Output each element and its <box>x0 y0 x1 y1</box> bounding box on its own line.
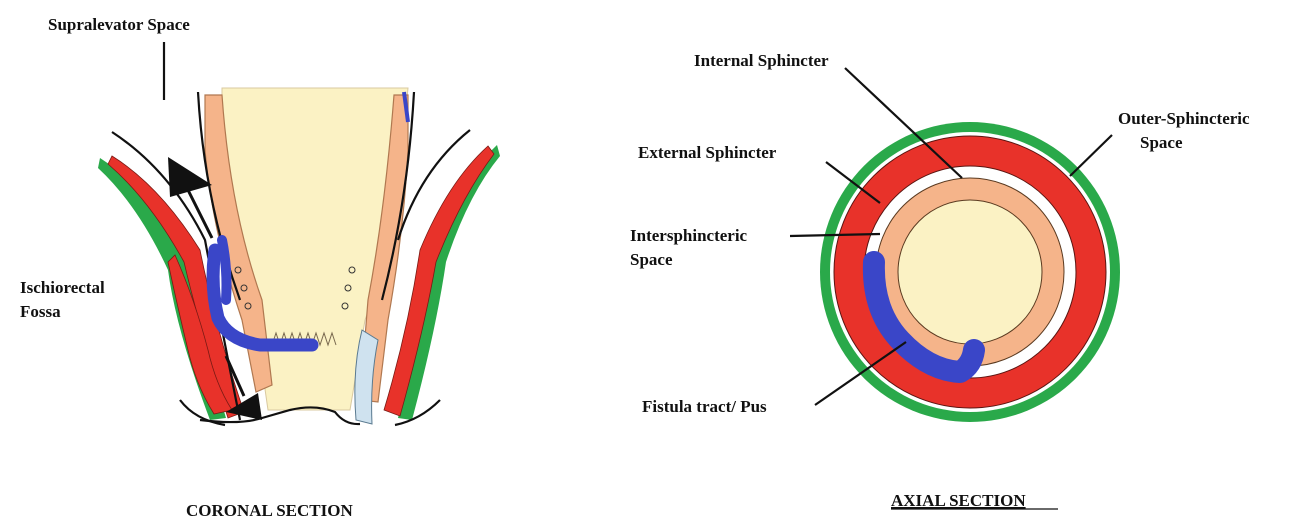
label-fistula-tract: Fistula tract/ Pus <box>642 397 767 416</box>
pointer-outer <box>1070 135 1112 176</box>
right-fascia <box>398 145 500 420</box>
coronal-fistula-upper <box>222 240 227 300</box>
caption-coronal-section: CORONAL SECTION <box>186 501 353 520</box>
caption-axial-section: AXIAL SECTION <box>891 491 1026 510</box>
label-intersphincteric-space: Space <box>630 250 673 269</box>
label-outer-space: Space <box>1140 133 1183 152</box>
coronal-section: Supralevator Space Ischiorectal Fossa CO… <box>20 15 500 520</box>
label-supralevator-space: Supralevator Space <box>48 15 190 34</box>
label-internal-sphincter: Internal Sphincter <box>694 51 829 70</box>
anal-lumen <box>898 200 1042 344</box>
label-fossa: Fossa <box>20 302 61 321</box>
label-intersphincteric: Intersphincteric <box>630 226 748 245</box>
label-external-sphincter: External Sphincter <box>638 143 777 162</box>
label-outer-sphincteric: Outer-Sphincteric <box>1118 109 1250 128</box>
label-ischiorectal: Ischiorectal <box>20 278 105 297</box>
axial-section: Internal Sphincter External Sphincter Ou… <box>630 51 1250 510</box>
